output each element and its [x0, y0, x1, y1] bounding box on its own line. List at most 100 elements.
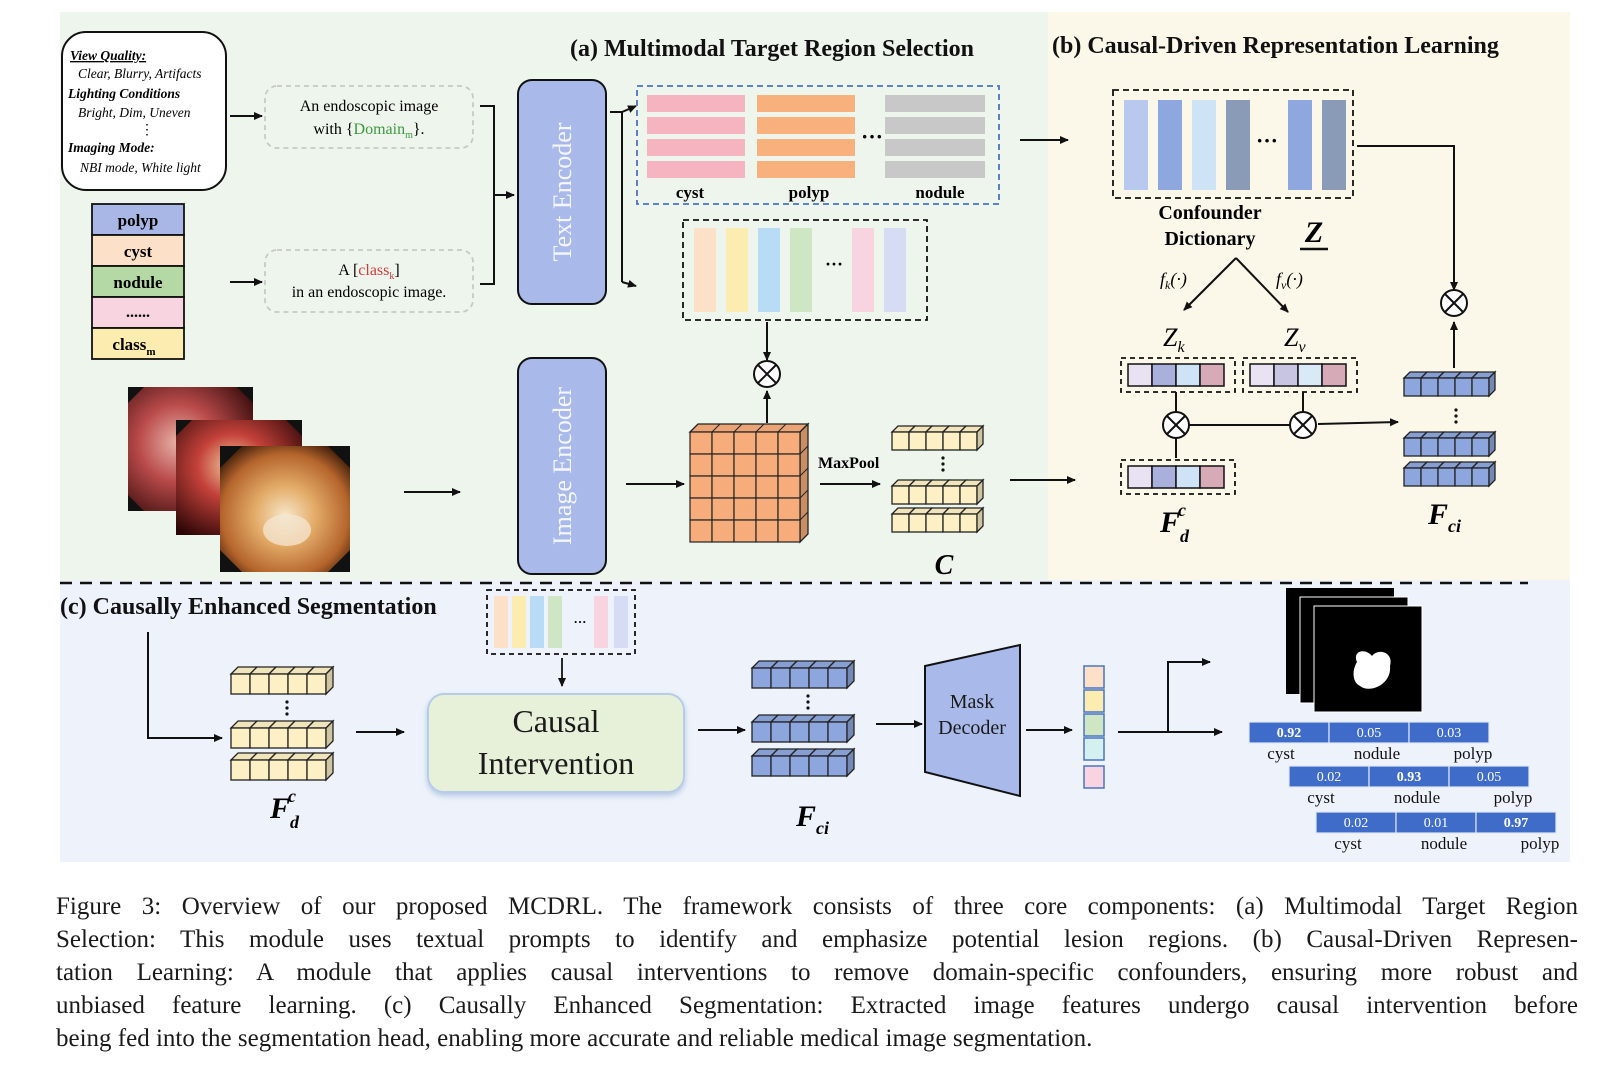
- fci-vertical-dots: [806, 694, 810, 710]
- caption-line: Selection: This module uses textual prom…: [56, 926, 1578, 953]
- grid-cell: [711, 519, 735, 543]
- fci-label-b: Fci: [1427, 498, 1461, 536]
- fci-cube-row: [1402, 430, 1497, 458]
- fci-cube-row: [750, 747, 856, 778]
- grid-cell: [733, 497, 757, 521]
- class-item-cyst: cyst: [124, 242, 153, 261]
- score-class-label: polyp: [1454, 744, 1493, 763]
- class-bars-ellipsis: ···: [825, 254, 843, 274]
- score-class-label: nodule: [1421, 834, 1467, 853]
- fci-vertical-dots: [1454, 408, 1458, 424]
- score-value: 0.05: [1477, 770, 1502, 785]
- fd-cube-row: [229, 751, 335, 782]
- score-value: 0.02: [1317, 770, 1342, 785]
- framework-diagram: (a) Multimodal Target Region Selection (…: [60, 12, 1570, 862]
- arrow-to-class-features: [621, 279, 637, 288]
- class-item-polyp: polyp: [118, 211, 159, 230]
- multiply-icon-b3: [1440, 289, 1468, 317]
- mask-decoder-line1: Mask: [950, 691, 994, 713]
- grid-cell: [777, 497, 801, 521]
- zk-label: Zk: [1163, 323, 1185, 356]
- fci-cube-row: [1402, 460, 1497, 488]
- score-class-label: cyst: [1307, 788, 1335, 807]
- domain-ellipsis: ⋮: [140, 123, 154, 138]
- c-vertical-dots: [941, 456, 945, 472]
- text-encoder: Text Encoder: [517, 79, 607, 305]
- c-label: C: [935, 550, 954, 581]
- predicted-masks: [1286, 588, 1423, 713]
- c-cube-row: [890, 478, 985, 506]
- text-feature-label-cyst: cyst: [676, 183, 705, 202]
- score-value: 0.97: [1504, 816, 1529, 831]
- class-feature-bars: ···: [682, 219, 928, 321]
- multiply-icon-a: [753, 360, 781, 388]
- grid-cell: [777, 453, 801, 477]
- fci-cube-row: [1402, 370, 1497, 398]
- grid-cell: [689, 431, 713, 455]
- arrow-fk: [1183, 257, 1237, 311]
- panel-b-title: (b) Causal-Driven Representation Learnin…: [1052, 33, 1499, 59]
- caption-line: being fed into the segmentation head, en…: [56, 1025, 1093, 1052]
- fk-label: fk(·): [1160, 269, 1187, 292]
- confounder-label-line2: Dictionary: [1164, 228, 1255, 250]
- fci-cube-row: [750, 659, 856, 690]
- arrow-to-text-features: [621, 105, 637, 113]
- fci-cube-row: [750, 713, 856, 744]
- fd-label-c: Fdc: [269, 786, 300, 832]
- caption-line: Figure 3: Overview of our proposed MCDRL…: [56, 893, 1578, 920]
- image-encoder-label: Image Encoder: [548, 387, 577, 545]
- grid-cell: [711, 475, 735, 499]
- view-quality-values: Clear, Blurry, Artifacts: [78, 66, 202, 81]
- score-class-label: polyp: [1521, 834, 1560, 853]
- causal-line1: Causal: [512, 703, 599, 739]
- pooled-feature-c: [890, 424, 985, 534]
- grid-cell: [733, 453, 757, 477]
- arrow-to-fci: [1317, 418, 1399, 427]
- view-quality-label: View Quality:: [70, 48, 146, 63]
- grid-cell: [711, 431, 735, 455]
- multiply-icon-b1: [1162, 411, 1190, 439]
- polyp-feature-rows: [757, 95, 855, 178]
- score-value: 0.03: [1437, 726, 1462, 741]
- grid-cell: [689, 453, 713, 477]
- mask-decoder-line2: Decoder: [938, 717, 1006, 739]
- score-class-label: polyp: [1494, 788, 1533, 807]
- score-value: 0.05: [1357, 726, 1382, 741]
- score-class-label: cyst: [1334, 834, 1362, 853]
- text-feature-label-nodule: nodule: [915, 183, 965, 202]
- multiply-icon-b2: [1289, 411, 1317, 439]
- fci-cubes-c: [750, 659, 856, 778]
- fv-label: fv(·): [1276, 269, 1303, 292]
- fd-vector: [1120, 459, 1236, 495]
- zv-label: Zv: [1284, 323, 1306, 356]
- grid-cell: [755, 497, 779, 521]
- causal-line2: Intervention: [478, 745, 634, 781]
- grid-cell: [755, 519, 779, 543]
- score-value: 0.02: [1344, 816, 1369, 831]
- score-class-label: nodule: [1394, 788, 1440, 807]
- lighting-label: Lighting Conditions: [67, 86, 180, 101]
- output-vector: [1083, 665, 1105, 789]
- grid-cell: [755, 431, 779, 455]
- class-prompt: A [classk] in an endoscopic image.: [264, 249, 474, 313]
- grid-cell: [755, 475, 779, 499]
- confounder-label-line1: Confounder: [1158, 202, 1261, 224]
- score-cell: [1448, 765, 1530, 788]
- maxpool-label: MaxPool: [818, 455, 880, 472]
- confounder-dictionary: ··· Confounder Dictionary Z: [1112, 89, 1354, 251]
- panel-c-title: (c) Causally Enhanced Segmentation: [60, 594, 437, 620]
- mask-decoder: Mask Decoder: [924, 643, 1021, 798]
- score-cell: [1408, 721, 1490, 744]
- confounder-z-label: Z: [1304, 216, 1323, 249]
- fci-cubes-b: [1402, 370, 1497, 488]
- grid-cell: [755, 453, 779, 477]
- caption-line: unbiased feature learning. (c) Causally …: [56, 992, 1578, 1019]
- imaging-label: Imaging Mode:: [67, 140, 155, 155]
- text-feature-group: ··· cyst polyp nodule: [636, 85, 1000, 205]
- connector-z-to-multiply: [1357, 145, 1458, 291]
- endoscopic-image-stack: [128, 387, 350, 572]
- fd-cube-row: [229, 665, 335, 696]
- domain-prompt: An endoscopic image with {Domainm}.: [264, 85, 474, 149]
